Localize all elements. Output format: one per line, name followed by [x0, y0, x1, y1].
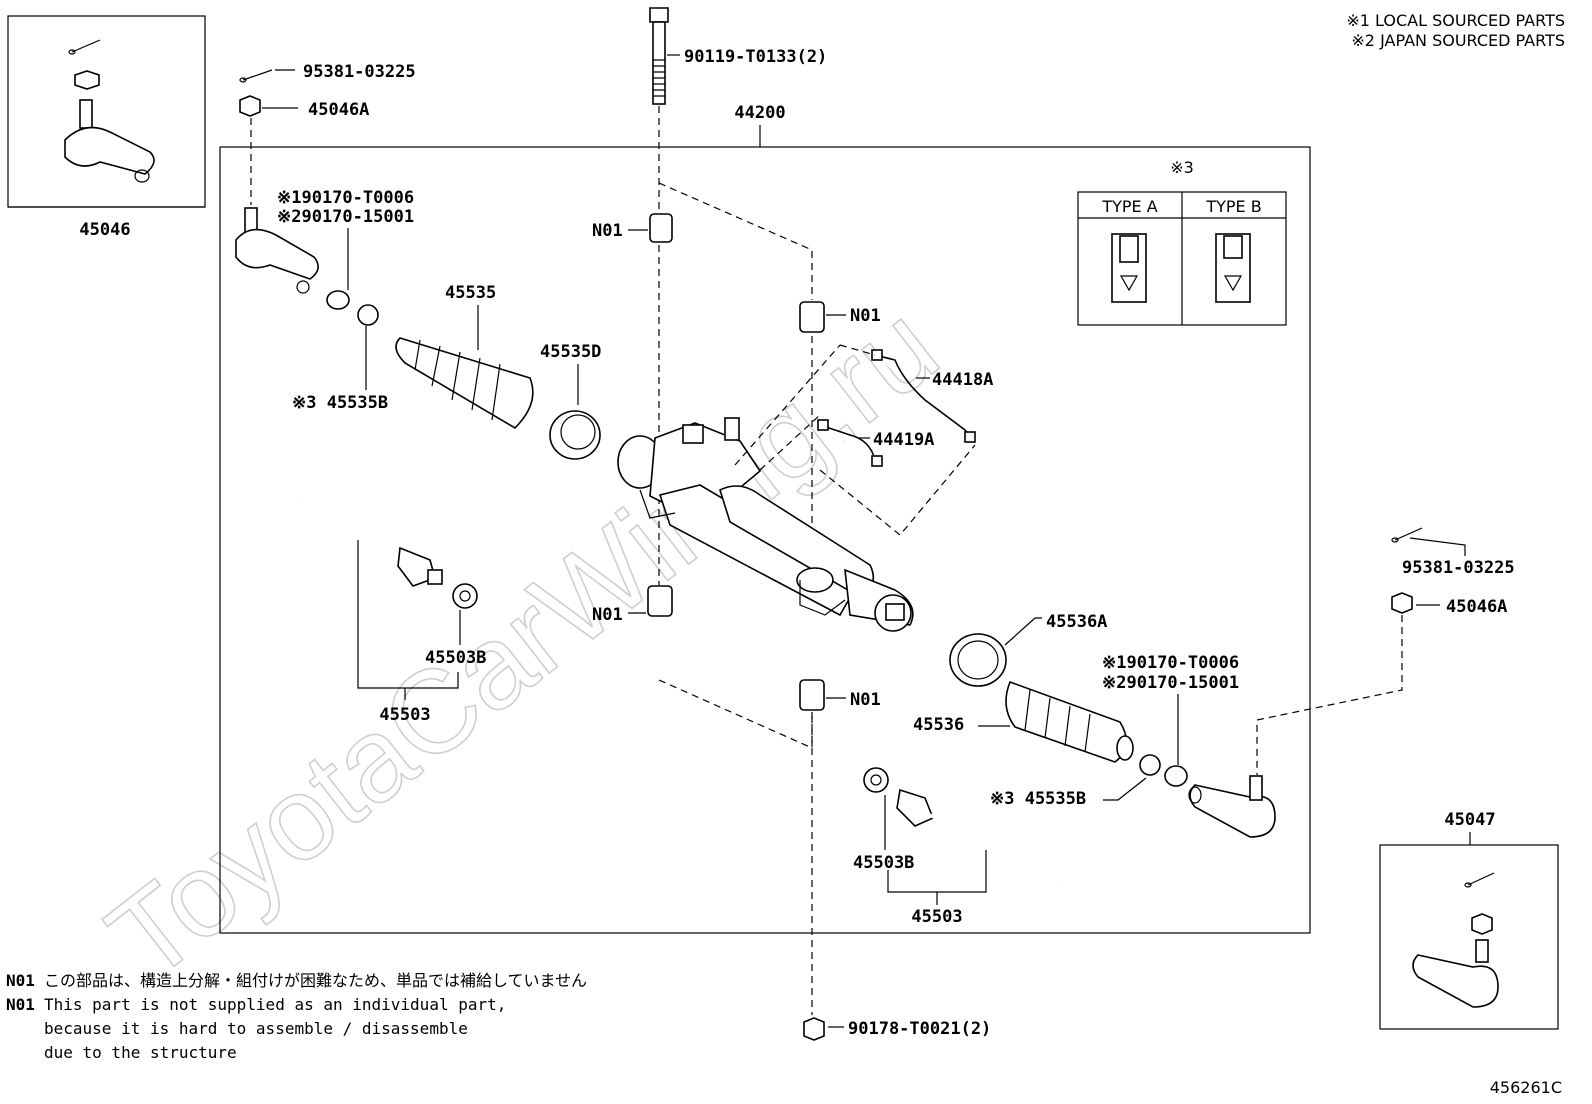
tube-b-icon[interactable]	[817, 419, 883, 467]
nut-right-icon[interactable]	[1391, 592, 1413, 614]
inset-right[interactable]	[1379, 844, 1559, 1030]
boot-clamp-right-a-label: 45536A	[1046, 612, 1107, 632]
clamp-left-label-1: ※190170-T0006	[277, 188, 414, 208]
cotter-pin-right-icon	[1394, 527, 1423, 541]
inset-right-stud-icon	[1475, 939, 1489, 963]
n01-top-label: N01	[592, 221, 623, 241]
type-table: TYPE A TYPE B	[1077, 191, 1287, 326]
rod-left-label: 45503	[379, 705, 430, 725]
tie-rod-end-right-icon[interactable]	[1188, 775, 1276, 838]
tube-a-icon[interactable]	[871, 349, 976, 443]
legend-local: ※1 LOCAL SOURCED PARTS	[1346, 11, 1565, 30]
bolt-label: 90119-T0133(2)	[684, 47, 827, 67]
washer-left-icon[interactable]	[452, 583, 478, 609]
inset-right-tie-rod-end-icon	[1412, 954, 1499, 1008]
rack-end-right-icon[interactable]	[896, 788, 1059, 884]
boot-left-label: 45535	[445, 283, 496, 303]
inset-left-tie-rod-end-icon	[64, 126, 155, 175]
washer-left-label: 45503B	[425, 648, 486, 668]
footnote-en-2: because it is hard to assemble / disasse…	[44, 1019, 468, 1038]
n01-right-top-icon[interactable]	[799, 301, 825, 333]
boot-left-icon[interactable]	[395, 337, 534, 430]
inset-left-frame	[7, 15, 206, 208]
steering-gear-housing-icon[interactable]	[617, 417, 914, 632]
cotter-pin-left-icon	[242, 69, 273, 81]
assembly-label: 44200	[734, 103, 785, 123]
footnote-en-1: This part is not supplied as an individu…	[44, 995, 506, 1014]
rod-right-label: 45503	[911, 907, 962, 927]
type-table-mark: ※3	[1170, 158, 1194, 177]
figure-id: 456261C	[1490, 1078, 1562, 1097]
footnote-en-3: due to the structure	[44, 1043, 237, 1062]
n01-bottom-left-label: N01	[592, 605, 623, 625]
type-b-header: TYPE B	[1205, 197, 1261, 216]
inset-left-label: 45046	[79, 220, 130, 240]
washer-right-label: 45503B	[853, 853, 914, 873]
n01-right-top-label: N01	[850, 306, 881, 326]
nut-left-label: 45046A	[308, 100, 369, 120]
clamp-right-label-1: ※190170-T0006	[1102, 653, 1239, 673]
inset-left-stud-icon	[79, 99, 93, 129]
assembly-frame	[219, 146, 1311, 934]
legend-japan: ※2 JAPAN SOURCED PARTS	[1351, 31, 1565, 50]
nut-left-icon[interactable]	[239, 95, 261, 117]
boot-clamp-right-b-label: ※3 45535B	[990, 789, 1086, 809]
cotter-pin-right-label: 95381-03225	[1402, 558, 1515, 578]
tube-b-label: 44419A	[873, 430, 934, 450]
nut-bottom-label: 90178-T0021(2)	[848, 1019, 991, 1039]
footnote-jp: この部品は、構造上分解・組付けが困難なため、単品では補給していません	[44, 971, 587, 990]
inset-right-frame	[1379, 844, 1559, 1030]
clamp-right-ring-icon[interactable]	[1164, 765, 1188, 787]
inset-left-nut-icon	[74, 70, 100, 90]
washer-right-icon[interactable]	[863, 767, 889, 793]
n01-bottom-right-icon[interactable]	[799, 679, 825, 711]
boot-clamp-left-b-icon[interactable]	[357, 304, 379, 326]
boot-clamp-left-d-label: 45535D	[540, 342, 601, 362]
boot-clamp-left-b-label: ※3 45535B	[292, 393, 388, 413]
clamp-left-label-2: ※290170-15001	[277, 207, 414, 227]
rack-end-left-icon[interactable]	[297, 498, 443, 587]
inset-right-nut-icon	[1471, 913, 1493, 935]
nut-bottom-icon[interactable]	[803, 1017, 825, 1041]
type-a-header: TYPE A	[1101, 197, 1157, 216]
inset-right-label: 45047	[1444, 810, 1495, 830]
bolt-icon[interactable]	[649, 7, 669, 105]
tube-a-label: 44418A	[932, 370, 993, 390]
boot-right-icon[interactable]	[1005, 680, 1134, 763]
nut-right-label: 45046A	[1446, 597, 1507, 617]
inset-left[interactable]	[7, 15, 206, 208]
boot-clamp-left-d-icon[interactable]	[549, 410, 601, 460]
footnote-jp-tag: N01	[6, 971, 35, 990]
clamp-right-label-2: ※290170-15001	[1102, 673, 1239, 693]
inset-left-cotter-pin-icon	[71, 39, 101, 53]
boot-right-label: 45536	[913, 715, 964, 735]
n01-bottom-left-icon[interactable]	[647, 585, 673, 617]
footnote-en-tag: N01	[6, 995, 35, 1014]
n01-bottom-right-label: N01	[850, 690, 881, 710]
n01-top-icon[interactable]	[649, 213, 673, 243]
tie-rod-end-left-icon[interactable]	[235, 207, 319, 294]
clamp-left-ring-icon[interactable]	[326, 290, 350, 310]
boot-clamp-right-b-icon[interactable]	[1139, 754, 1161, 776]
cotter-pin-left-label: 95381-03225	[303, 62, 416, 82]
inset-right-cotter-pin-icon	[1467, 872, 1495, 886]
